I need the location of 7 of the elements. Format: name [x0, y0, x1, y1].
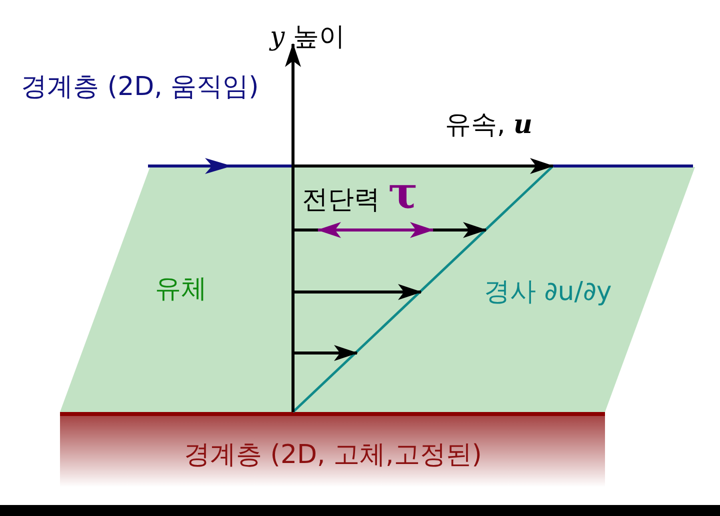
shear-stress-label: 전단력 τ [302, 172, 418, 216]
velocity-label: 유속, u [445, 110, 532, 142]
axis-label: y 높이 [270, 22, 345, 54]
boundary-label: 경계층 (2D, 고체,고정된) [184, 440, 482, 472]
fluid-label: 유체 [155, 274, 207, 306]
boundary-label: 경계층 (2D, 움직임) [20, 72, 260, 104]
gradient-label: 경사 ∂u/∂y [484, 277, 612, 308]
